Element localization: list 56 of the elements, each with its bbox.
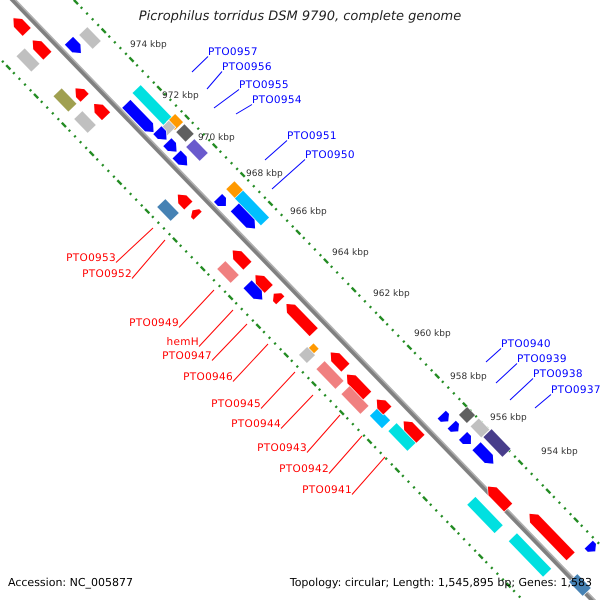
title: Picrophilus torridus DSM 9790, complete genome (138, 10, 462, 23)
gene-label: PTO0955 (239, 80, 289, 90)
gene-label: PTO0956 (222, 62, 272, 72)
leader-line (214, 89, 240, 108)
leader-line (192, 56, 208, 72)
gene-label: PTO0943 (257, 443, 307, 454)
leader-line (272, 159, 306, 190)
leader-line (328, 436, 362, 474)
leader-line (236, 104, 252, 114)
scale-label: 972 kbp (162, 92, 199, 101)
gene-label: PTO0944 (231, 419, 281, 430)
leader-line (116, 228, 154, 263)
gene-label: PTO0945 (211, 399, 261, 410)
gene-label: PTO0939 (517, 354, 567, 364)
leader-line (132, 240, 166, 279)
leader-line (232, 344, 268, 382)
gene-label: PTO0947 (162, 351, 212, 362)
gene-label: PTO0954 (252, 95, 302, 106)
leader-line (510, 378, 534, 400)
leader-line (178, 290, 214, 328)
leader-line (198, 310, 234, 347)
gene-label: hemH (166, 337, 199, 348)
scale-label: 958 kbp (450, 373, 487, 382)
leader-line (486, 348, 502, 362)
leader-line (212, 324, 248, 361)
gene-label: PTO0941 (302, 485, 352, 496)
gene-label: PTO0950 (305, 150, 355, 160)
scale-label: 964 kbp (332, 249, 369, 258)
scale-label: 966 kbp (290, 208, 327, 217)
accession-text: Accession: NC_005877 (8, 577, 134, 588)
gene-label: PTO0957 (208, 47, 258, 58)
gene-label: PTO0952 (82, 269, 132, 280)
scale-label: 956 kbp (490, 414, 527, 423)
genome-info-text: Topology: circular; Length: 1,545,895 bp; Genes: 1,583 (290, 577, 592, 588)
leader-line (352, 456, 386, 495)
scale-label: 954 kbp (541, 448, 578, 457)
leader-line (206, 71, 222, 90)
gene-label: PTO0951 (287, 131, 337, 142)
scale-label: 970 kbp (198, 134, 235, 143)
scale-label: 968 kbp (246, 170, 283, 179)
gene-label: PTO0949 (129, 318, 179, 328)
gene-label: PTO0953 (66, 253, 116, 264)
leader-line (280, 394, 314, 429)
gene-label: PTO0937 (551, 385, 600, 396)
gene-label: PTO0946 (183, 372, 233, 382)
scale-label: 960 kbp (414, 330, 451, 339)
scale-label: 962 kbp (373, 290, 410, 299)
gene-label: PTO0940 (501, 339, 551, 350)
scale-label: 974 kbp (130, 41, 167, 50)
leader-line (534, 394, 552, 408)
gene-label: PTO0942 (279, 464, 329, 474)
gene-label: PTO0938 (533, 369, 583, 380)
leader-line (260, 372, 296, 409)
leader-line (496, 363, 518, 384)
leader-line (306, 414, 340, 453)
leader-line (264, 140, 288, 160)
